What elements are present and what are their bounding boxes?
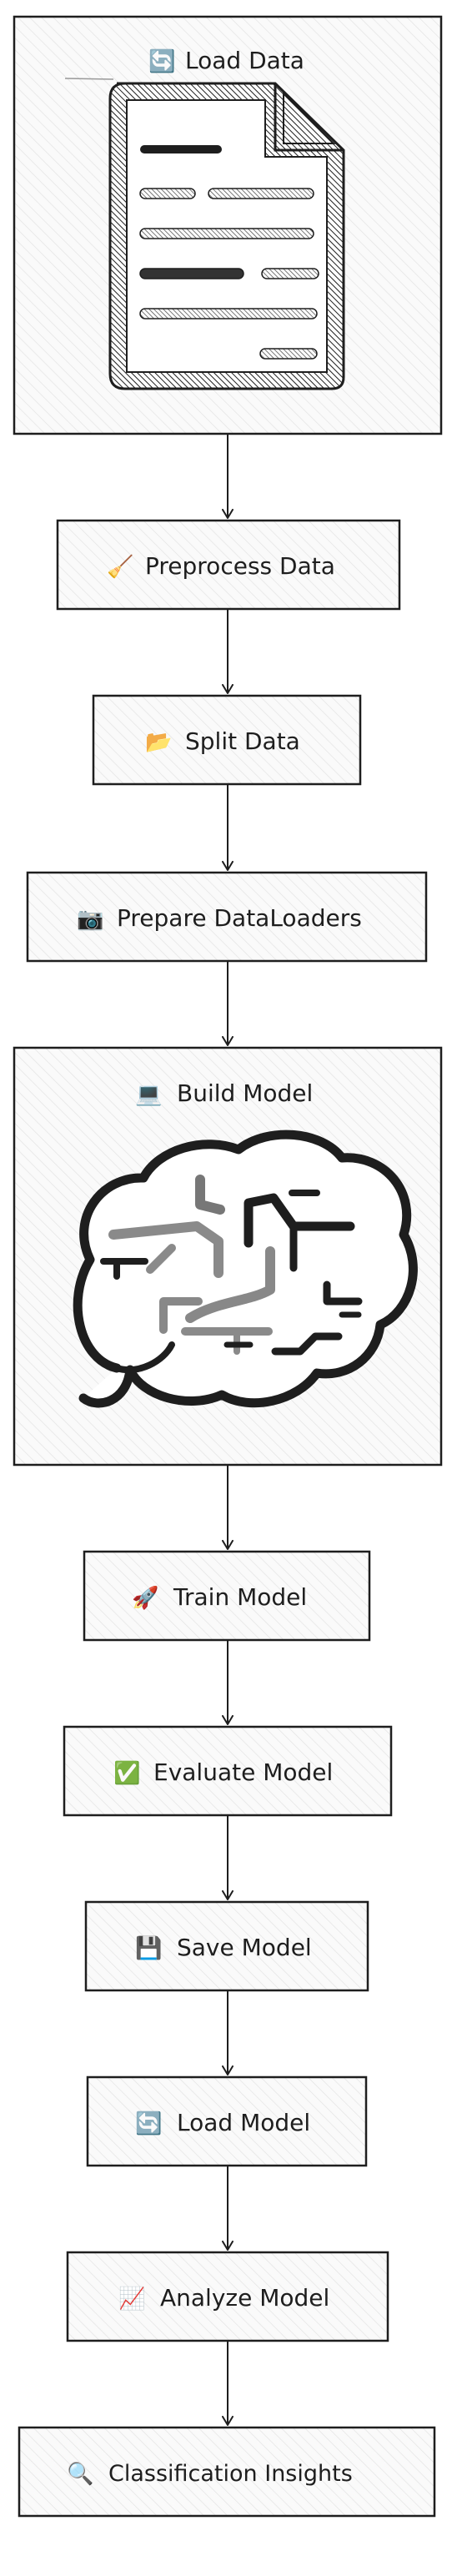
node-label: Save Model: [177, 1934, 312, 1961]
document-icon: [108, 82, 345, 390]
node-icon: 💾: [135, 1935, 162, 1961]
node-icon: 🧹: [107, 554, 133, 580]
node-box: [83, 1550, 371, 1642]
node-label: Evaluate Model: [153, 1758, 333, 1786]
node-box: [84, 1900, 369, 1992]
node-icon: 🔄: [148, 48, 175, 74]
node-icon: 🚀: [132, 1585, 158, 1611]
node-evaluate-model[interactable]: ✅ Evaluate Model: [63, 1725, 393, 1817]
node-icon: 📷: [77, 907, 103, 932]
node-label: Classification Insights: [108, 2461, 353, 2487]
node-label: Split Data: [185, 727, 300, 755]
node-label: Analyze Model: [160, 2284, 329, 2312]
node-box: [63, 1725, 393, 1817]
node-box: [66, 2251, 389, 2342]
node-split-data[interactable]: 📂 Split Data: [92, 694, 362, 786]
node-save-model[interactable]: 💾 Save Model: [84, 1900, 369, 1992]
brain-icon: [73, 1130, 418, 1408]
node-load-data[interactable]: 🔄 Load Data: [13, 15, 443, 435]
node-box: [18, 2426, 436, 2518]
node-icon: 📂: [145, 730, 172, 755]
node-classification-insights[interactable]: 🔍 Classification Insights: [18, 2426, 436, 2518]
sketch-stroke: [64, 78, 114, 80]
node-label: Load Model: [177, 2109, 310, 2136]
node-icon: 🔍: [67, 2459, 93, 2487]
node-icon: ✅: [113, 1760, 140, 1786]
node-box: [56, 519, 401, 611]
node-box: [86, 2075, 368, 2167]
node-load-model[interactable]: 🔄 Load Model: [86, 2075, 368, 2167]
node-icon: 🔄: [135, 2111, 162, 2136]
node-icon: 📈: [118, 2286, 145, 2312]
node-label: Preprocess Data: [145, 552, 335, 580]
node-box: [92, 694, 362, 786]
node-analyze-model[interactable]: 📈 Analyze Model: [66, 2251, 389, 2342]
node-label: Prepare DataLoaders: [117, 904, 362, 932]
node-icon: 💻: [135, 1082, 162, 1107]
node-label: Train Model: [173, 1583, 307, 1611]
node-build-model[interactable]: 💻 Build Model: [13, 1046, 443, 1467]
node-preprocess-data[interactable]: 🧹 Preprocess Data: [56, 519, 401, 611]
node-prepare-dataloaders[interactable]: 📷 Prepare DataLoaders: [26, 871, 428, 963]
node-train-model[interactable]: 🚀 Train Model: [83, 1550, 371, 1642]
node-label: Load Data: [185, 47, 304, 74]
node-box: [26, 871, 428, 963]
node-label: Build Model: [177, 1079, 313, 1107]
